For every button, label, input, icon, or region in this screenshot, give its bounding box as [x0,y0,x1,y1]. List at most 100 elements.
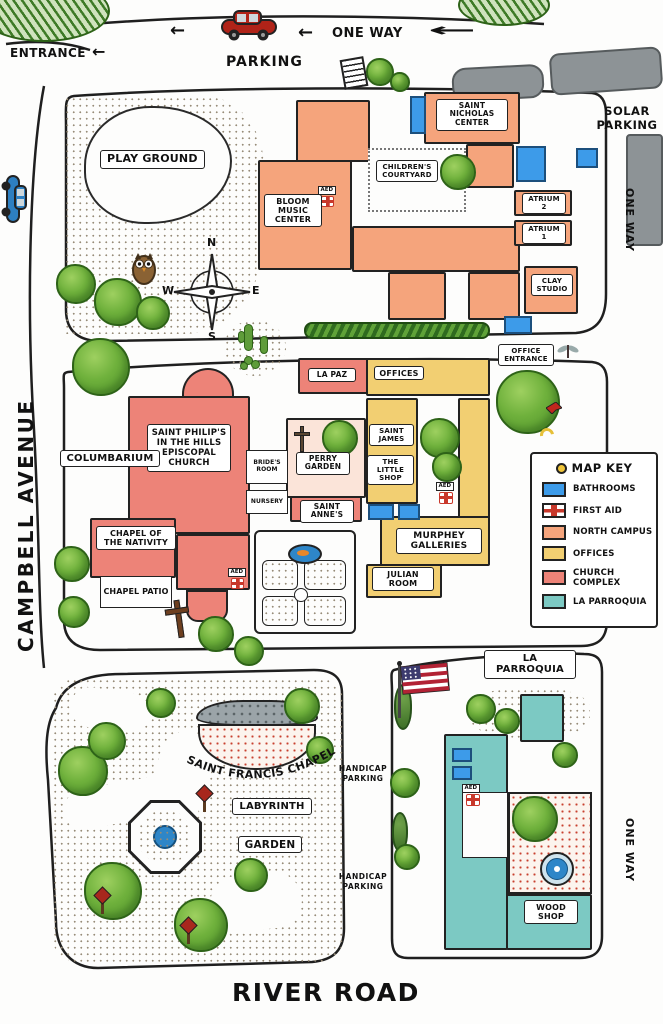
tree [494,708,520,734]
map-key-title: MAP KEY [571,461,633,475]
bathroom [368,504,394,520]
saint-james-label: SAINT JAMES [369,424,414,446]
key-item-church-complex: CHURCH COMPLEX [542,568,656,588]
birdhouse-icon [179,916,198,946]
tree [390,72,410,92]
birdhouse-icon [195,784,214,814]
cross-icon [294,426,310,452]
arrow-left-icon: ← [298,22,314,43]
bathroom [516,146,546,182]
perry-garden-label: PERRY GARDEN [296,452,350,475]
bathroom [504,316,532,334]
saint-francis-chapel-label: SAINT FRANCIS CHAPEL [185,744,338,781]
first-aid-icon [466,794,480,806]
hedge-row [304,322,490,339]
handicap-parking-label: HANDICAP PARKING [338,872,388,891]
tree [84,862,142,920]
prickly-pear-icon [240,362,248,370]
building-north-campus [468,272,520,320]
stairs-icon [339,56,369,90]
tree [552,742,578,768]
building-north-campus [296,100,370,162]
church-complex-swatch [542,570,566,585]
campbell-avenue-label: CAMPBELL AVENUE [14,398,38,652]
tree [440,154,476,190]
compass-n: N [207,236,217,249]
compass-w: W [162,284,175,297]
atrium-1-label: ATRIUM 1 [522,223,566,244]
chapel-nativity-label: CHAPEL OF THE NATIVITY [96,526,176,550]
garden-bed [262,560,298,590]
arrow-left-icon: ← [92,42,106,61]
bathroom [452,766,472,780]
river-road-label: RIVER ROAD [232,978,420,1007]
tree [58,596,90,628]
church-label: SAINT PHILIP'S IN THE HILLS EPISCOPAL CH… [147,424,231,473]
tree [234,636,264,666]
childrens-courtyard-label: CHILDREN'S COURTYARD [376,160,438,182]
building-offices-east [458,398,490,530]
tree [94,278,142,326]
birdhouse-icon [93,886,112,916]
tree [394,844,420,870]
first-aid-icon [439,492,453,504]
solar-canopy [548,46,663,96]
aed-label: AED [228,568,246,578]
garden-bed [304,560,346,590]
garden-bed [304,596,346,626]
playground-label: PLAY GROUND [100,150,205,169]
building-north-campus [352,226,520,272]
solar-parking-label: SOLAR PARKING [596,104,658,133]
building-la-parroquia-north [520,694,564,742]
tree [136,296,170,330]
dragonfly-icon [557,345,579,358]
one-way-right-label: ONE WAY [623,188,636,252]
cross-icon [163,599,192,640]
offices-swatch [542,546,566,561]
saint-annes-label: SAINT ANNE'S [300,500,354,523]
clay-studio-label: CLAY STUDIO [531,274,573,296]
arrow-left-icon: ← [428,20,478,41]
key-item-offices: OFFICES [542,546,656,561]
la-parroquia-label: LA PARROQUIA [484,650,576,679]
north-campus-swatch [542,524,566,540]
key-item-bathrooms: BATHROOMS [542,481,656,497]
sun-icon [555,462,567,474]
atrium-2-label: ATRIUM 2 [522,193,566,214]
tree [322,420,358,456]
labyrinth-label: LABYRINTH [232,798,312,815]
svg-text:SAINT FRANCIS CHAPEL: SAINT FRANCIS CHAPEL [185,744,338,781]
us-flag-icon [397,661,450,718]
la-parroquia-swatch [542,594,566,609]
tree [198,616,234,652]
owl-icon [132,253,156,285]
compass-s: S [208,330,216,343]
tree [54,546,90,582]
office-entrance-label: OFFICE ENTRANCE [498,344,554,366]
tree [234,858,268,892]
aed-label: AED [318,186,336,196]
arrow-left-icon: ← [170,20,186,41]
julian-room-label: JULIAN ROOM [372,567,434,591]
first-aid-icon [231,578,244,589]
parking-label: PARKING [226,54,303,70]
compass-e: E [252,284,260,297]
bathrooms-swatch [542,481,566,497]
red-car-icon [221,10,277,41]
garden-label: GARDEN [238,836,302,854]
tree [88,722,126,760]
bathroom [398,504,420,520]
tree [306,736,334,764]
first-aid-swatch [542,503,566,518]
one-way-bottom-label: ONE WAY [623,818,636,882]
fish-icon [297,550,309,556]
bathroom [410,96,426,134]
solar-canopy [626,134,663,246]
tree [56,264,96,304]
columbarium-label: COLUMBARIUM [60,450,160,467]
building-offices-west [366,398,418,504]
fountain-jet [554,866,560,872]
tree [72,338,130,396]
garden-bed [262,596,298,626]
